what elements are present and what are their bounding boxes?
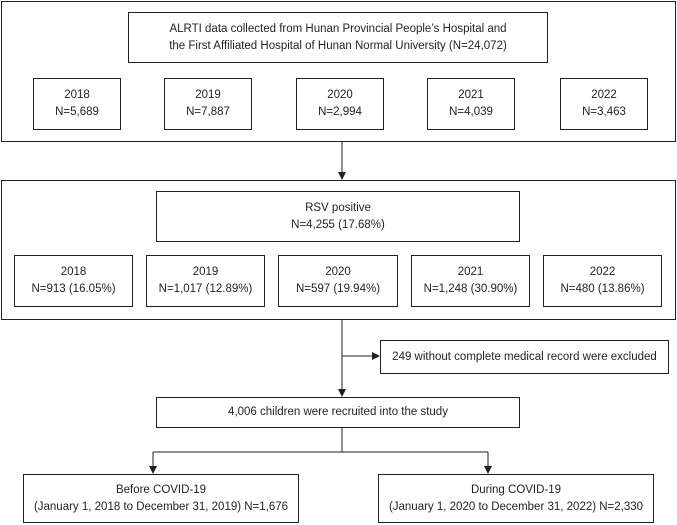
count-label: N=597 (19.94%) bbox=[295, 283, 381, 295]
rsv-count: N=4,255 (17.68%) bbox=[291, 218, 385, 231]
count-label: N=7,887 bbox=[186, 106, 230, 118]
before-covid-box: Before COVID-19 (January 1, 2018 to Dece… bbox=[23, 474, 299, 523]
during-title: During COVID-19 bbox=[470, 483, 562, 496]
excluded-box: 249 without complete medical record were… bbox=[380, 340, 669, 374]
count-label: N=1,017 (12.89%) bbox=[158, 283, 253, 295]
year-label: 2022 bbox=[591, 89, 617, 101]
year-label: 2018 bbox=[64, 89, 90, 101]
recruited-box: 4,006 children were recruited into the s… bbox=[156, 397, 520, 428]
year-label: 2022 bbox=[589, 266, 616, 278]
collected-2022-box: 2022 N=3,463 bbox=[560, 78, 648, 130]
rsv-2022-box: 2022 N=480 (13.86%) bbox=[543, 255, 662, 307]
year-label: 2021 bbox=[458, 89, 484, 101]
excluded-text: 249 without complete medical record were… bbox=[392, 350, 657, 363]
count-label: N=2,994 bbox=[318, 106, 362, 118]
during-covid-box: During COVID-19 (January 1, 2020 to Dece… bbox=[378, 474, 654, 523]
collected-2019-box: 2019 N=7,887 bbox=[164, 78, 252, 130]
collection-panel bbox=[1, 1, 676, 142]
during-detail: (January 1, 2020 to December 31, 2022) N… bbox=[388, 500, 644, 513]
year-label: 2019 bbox=[192, 266, 219, 278]
rsv-2020-box: 2020 N=597 (19.94%) bbox=[278, 255, 398, 307]
count-label: N=913 (16.05%) bbox=[31, 283, 116, 295]
count-label: N=3,463 bbox=[582, 106, 626, 118]
collected-2020-box: 2020 N=2,994 bbox=[296, 78, 384, 130]
rsv-2019-box: 2019 N=1,017 (12.89%) bbox=[146, 255, 265, 307]
year-label: 2019 bbox=[195, 89, 221, 101]
source-line-2: the First Affiliated Hospital of Hunan N… bbox=[169, 39, 507, 52]
rsv-title: RSV positive bbox=[305, 201, 371, 214]
recruited-text: 4,006 children were recruited into the s… bbox=[228, 406, 448, 418]
count-label: N=480 (13.86%) bbox=[560, 283, 645, 295]
count-label: N=4,039 bbox=[449, 106, 493, 118]
rsv-2021-box: 2021 N=1,248 (30.90%) bbox=[411, 255, 530, 307]
rsv-positive-box: RSV positive N=4,255 (17.68%) bbox=[156, 191, 520, 242]
source-line-1: ALRTI data collected from Hunan Provinci… bbox=[169, 22, 507, 35]
rsv-2018-box: 2018 N=913 (16.05%) bbox=[14, 255, 133, 307]
count-label: N=5,689 bbox=[55, 106, 99, 118]
before-title: Before COVID-19 bbox=[115, 483, 207, 496]
year-label: 2020 bbox=[327, 89, 353, 101]
collected-2021-box: 2021 N=4,039 bbox=[427, 78, 515, 130]
collected-2018-box: 2018 N=5,689 bbox=[33, 78, 121, 130]
year-label: 2021 bbox=[457, 266, 484, 278]
year-label: 2018 bbox=[60, 266, 87, 278]
rsv-panel bbox=[1, 180, 676, 320]
count-label: N=1,248 (30.90%) bbox=[423, 283, 518, 295]
before-detail: (January 1, 2018 to December 31, 2019) N… bbox=[33, 500, 289, 513]
source-box: ALRTI data collected from Hunan Provinci… bbox=[128, 12, 548, 63]
year-label: 2020 bbox=[325, 266, 351, 278]
